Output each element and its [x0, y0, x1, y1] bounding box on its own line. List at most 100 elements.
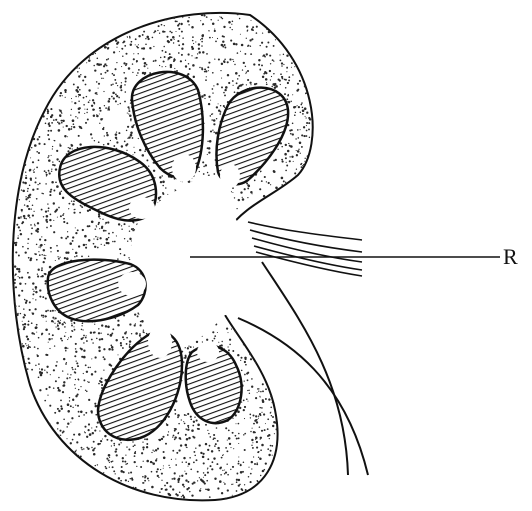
stipple-dot — [13, 101, 15, 103]
stipple-dot — [306, 122, 308, 124]
stipple-dot — [269, 265, 270, 266]
stipple-dot — [85, 364, 87, 366]
stipple-dot — [315, 121, 316, 122]
stipple-dot — [217, 38, 218, 39]
stipple-dot — [310, 382, 312, 384]
stipple-dot — [116, 95, 118, 97]
stipple-dot — [205, 489, 206, 490]
stipple-dot — [251, 439, 253, 441]
stipple-dot — [247, 79, 249, 81]
stipple-dot — [295, 396, 297, 398]
stipple-dot — [288, 8, 290, 10]
stipple-dot — [122, 457, 124, 459]
stipple-dot — [70, 19, 72, 21]
stipple-dot — [180, 439, 181, 440]
stipple-dot — [19, 283, 21, 285]
stipple-dot — [61, 237, 63, 239]
stipple-dot — [121, 145, 123, 147]
stipple-dot — [103, 144, 105, 146]
stipple-dot — [35, 441, 36, 442]
stipple-dot — [238, 456, 239, 457]
stipple-dot — [95, 228, 97, 230]
stipple-dot — [198, 43, 200, 45]
stipple-dot — [119, 10, 121, 12]
stipple-dot — [52, 451, 54, 453]
stipple-dot — [55, 14, 57, 16]
stipple-dot — [289, 130, 291, 132]
stipple-dot — [269, 70, 271, 72]
stipple-dot — [264, 176, 266, 178]
stipple-dot — [73, 459, 75, 461]
stipple-dot — [31, 38, 33, 40]
stipple-dot — [309, 169, 311, 171]
stipple-dot — [311, 51, 313, 53]
stipple-dot — [270, 63, 271, 64]
stipple-dot — [303, 126, 305, 128]
stipple-dot — [41, 267, 43, 269]
stipple-dot — [286, 503, 288, 505]
stipple-dot — [39, 18, 41, 20]
stipple-dot — [107, 58, 109, 60]
stipple-dot — [256, 447, 258, 449]
stipple-dot — [30, 428, 32, 430]
stipple-dot — [291, 436, 292, 437]
stipple-dot — [280, 19, 281, 20]
stipple-dot — [251, 386, 253, 388]
stipple-dot — [51, 169, 52, 170]
stipple-dot — [12, 319, 13, 320]
stipple-dot — [274, 24, 275, 25]
stipple-dot — [96, 338, 98, 340]
stipple-dot — [271, 86, 272, 87]
stipple-dot — [234, 91, 236, 93]
stipple-dot — [245, 315, 247, 317]
stipple-dot — [130, 134, 133, 137]
stipple-dot — [23, 391, 25, 393]
stipple-dot — [275, 362, 276, 363]
stipple-dot — [57, 121, 59, 123]
stipple-dot — [232, 59, 233, 60]
stipple-dot — [305, 295, 307, 297]
stipple-dot — [113, 97, 115, 99]
stipple-dot — [238, 479, 240, 481]
stipple-dot — [31, 369, 33, 371]
stipple-dot — [110, 84, 112, 86]
stipple-dot — [266, 296, 268, 298]
stipple-dot — [269, 258, 270, 259]
stipple-dot — [228, 430, 230, 432]
stipple-dot — [155, 459, 157, 461]
stipple-dot — [43, 463, 44, 464]
stipple-dot — [286, 461, 287, 462]
stipple-dot — [305, 398, 307, 400]
stipple-dot — [313, 16, 315, 18]
stipple-dot — [215, 443, 217, 445]
stipple-dot — [65, 332, 66, 333]
stipple-dot — [297, 205, 299, 207]
stipple-dot — [65, 97, 66, 98]
stipple-dot — [74, 371, 76, 373]
stipple-dot — [23, 422, 26, 425]
stipple-dot — [299, 49, 300, 50]
stipple-dot — [270, 79, 271, 80]
stipple-dot — [201, 41, 203, 43]
stipple-dot — [296, 365, 298, 367]
stipple-dot — [10, 337, 11, 338]
stipple-dot — [74, 209, 75, 210]
stipple-dot — [19, 199, 20, 200]
stipple-dot — [20, 313, 21, 314]
stipple-dot — [128, 110, 130, 112]
stipple-dot — [74, 20, 76, 22]
stipple-dot — [113, 470, 115, 472]
stipple-dot — [109, 485, 111, 487]
stipple-dot — [313, 363, 314, 364]
stipple-dot — [18, 71, 20, 73]
stipple-dot — [40, 37, 42, 39]
stipple-dot — [100, 73, 102, 75]
stipple-dot — [28, 98, 30, 100]
stipple-dot — [81, 329, 83, 331]
stipple-dot — [46, 11, 47, 12]
stipple-dot — [156, 8, 158, 10]
stipple-dot — [306, 383, 308, 385]
stipple-dot — [18, 294, 20, 296]
stipple-dot — [49, 469, 51, 471]
stipple-dot — [264, 295, 266, 297]
